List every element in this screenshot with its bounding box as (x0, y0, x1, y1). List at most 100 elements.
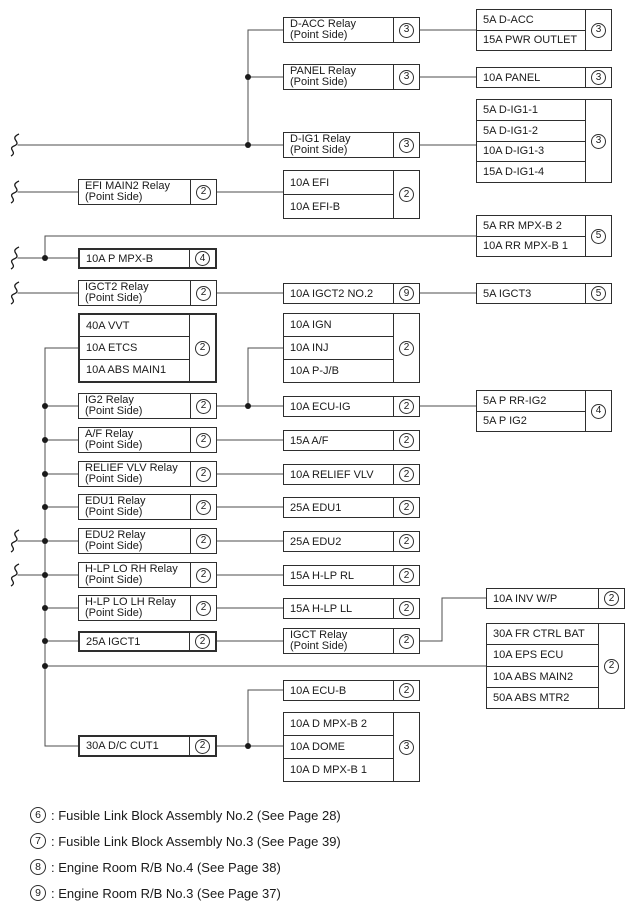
box-ecu-b-fuse: 10A ECU-B 2 (283, 680, 420, 701)
box-edu1-relay: EDU1 Relay(Point Side) 2 (78, 494, 217, 520)
box-hlp-ll-fuse: 15A H-LP LL 2 (283, 598, 420, 619)
block-ref-tag: 2 (190, 596, 216, 620)
relay-label: D-ACC Relay(Point Side) (290, 18, 357, 41)
fuse-label: 10A INJ (284, 337, 393, 360)
legend-item: 7: Fusible Link Block Assembly No.3 (See… (30, 828, 341, 854)
box-hlp-lo-rh-relay: H-LP LO RH Relay(Point Side) 2 (78, 562, 217, 588)
block-ref-tag: 2 (393, 532, 419, 551)
wire-break-icon (10, 563, 20, 587)
box-igct1-fuse: 25A IGCT1 2 (78, 631, 217, 652)
fuse-label: 10A P MPX-B (86, 252, 154, 265)
fuse-label: 10A IGCT2 NO.2 (290, 287, 374, 300)
box-efi-main2-relay: EFI MAIN2 Relay(Point Side) 2 (78, 179, 217, 205)
box-igct-relay: IGCT Relay(Point Side) 2 (283, 628, 420, 654)
junction-dot (42, 572, 48, 578)
junction-dot (245, 403, 251, 409)
wire-break-icon (10, 180, 20, 204)
fuse-label: 15A H-LP RL (290, 569, 355, 582)
fuse-label: 10A PANEL (483, 71, 541, 84)
fuse-label: 5A D-IG1-2 (477, 121, 585, 142)
fuse-label: 5A P IG2 (483, 415, 527, 428)
block-ref-tag: 2 (190, 495, 216, 519)
block-ref-tag: 5 (585, 284, 611, 303)
box-af-fuse: 15A A/F 2 (283, 430, 420, 451)
relay-label: EFI MAIN2 Relay(Point Side) (85, 180, 170, 203)
junction-dot (42, 255, 48, 261)
fuse-label: 10A RR MPX-B 1 (483, 240, 568, 253)
fuse-label: 10A DOME (284, 736, 393, 759)
block-ref-tag: 3 (393, 713, 419, 781)
legend-text: : Fusible Link Block Assembly No.3 (See … (51, 833, 341, 849)
fuse-label: 5A IGCT3 (483, 287, 532, 300)
fuse-label: 40A VVT (80, 315, 189, 338)
relay-label: H-LP LO LH Relay(Point Side) (85, 596, 176, 619)
fuse-label: 25A IGCT1 (86, 635, 141, 648)
fuse-label: 30A D/C CUT1 (86, 740, 159, 752)
junction-dot (42, 471, 48, 477)
box-af-relay: A/F Relay(Point Side) 2 (78, 427, 217, 453)
junction-dot (245, 142, 251, 148)
wire-break-icon (10, 246, 20, 270)
block-ref-tag: 2 (190, 281, 216, 305)
block-ref-tag: 3 (393, 65, 419, 89)
box-ig2-relay: IG2 Relay(Point Side) 2 (78, 393, 217, 419)
box-igct2-relay: IGCT2 Relay(Point Side) 2 (78, 280, 217, 306)
fuse-label: 10A ECU-IG (290, 400, 351, 413)
legend-item: 8: Engine Room R/B No.4 (See Page 38) (30, 854, 341, 880)
fuse-label: 10A EFI (284, 171, 393, 195)
fuse-label: 10A EFI-B (290, 200, 341, 213)
box-panel-fuse: 10A PANEL 3 (476, 67, 612, 88)
box-edu2-relay: EDU2 Relay(Point Side) 2 (78, 528, 217, 554)
fuse-label: 10A D MPX-B 1 (290, 764, 368, 776)
block-ref-tag: 2 (393, 599, 419, 618)
block-ref-tag: 2 (190, 394, 216, 418)
junction-dot (245, 743, 251, 749)
fuse-label: 10A D-IG1-3 (477, 142, 585, 163)
fuse-label: 10A INV W/P (493, 592, 558, 605)
block-ref-tag: 3 (585, 10, 611, 50)
box-inv-wp-fuse: 10A INV W/P 2 (486, 588, 625, 609)
relay-label: EDU1 Relay(Point Side) (85, 495, 146, 518)
junction-dot (42, 638, 48, 644)
legend-ref-tag: 6 (30, 807, 46, 823)
junction-dot (42, 403, 48, 409)
box-d-acc-relay: D-ACC Relay(Point Side) 3 (283, 17, 420, 43)
fuse-label: 10A IGN (284, 314, 393, 337)
fuse-label: 10A ABS MAIN1 (86, 364, 167, 377)
block-ref-tag: 2 (393, 566, 419, 585)
junction-dot (42, 437, 48, 443)
fuse-label: 10A D MPX-B 2 (284, 713, 393, 736)
block-ref-tag: 2 (393, 171, 419, 218)
block-ref-tag: 9 (393, 284, 419, 303)
fuse-label: 25A EDU2 (290, 535, 342, 548)
box-efi-fuses: 10A EFI 10A EFI-B 2 (283, 170, 420, 219)
wire-break-icon (10, 529, 20, 553)
box-dc-cut1-fuse: 30A D/C CUT1 2 (78, 735, 217, 757)
relay-label: PANEL Relay(Point Side) (290, 65, 357, 88)
relay-label: IG2 Relay(Point Side) (85, 394, 143, 417)
relay-label: IGCT Relay(Point Side) (290, 629, 348, 652)
block-ref-tag: 2 (189, 633, 215, 650)
junction-dot (42, 538, 48, 544)
fuse-label: 5A P RR-IG2 (477, 391, 585, 412)
relay-label: IGCT2 Relay(Point Side) (85, 281, 149, 304)
fuse-label: 15A H-LP LL (290, 602, 353, 615)
fuse-label: 10A ECU-B (290, 684, 347, 697)
legend-text: : Engine Room R/B No.4 (See Page 38) (51, 859, 281, 875)
block-ref-tag: 2 (393, 498, 419, 517)
block-ref-tag: 2 (189, 737, 215, 755)
relay-label: RELIEF VLV Relay(Point Side) (85, 462, 178, 485)
relay-label: H-LP LO RH Relay(Point Side) (85, 563, 178, 586)
box-igct3-fuse: 5A IGCT3 5 (476, 283, 612, 304)
block-ref-tag: 2 (189, 315, 215, 381)
block-ref-tag: 2 (190, 563, 216, 587)
block-ref-tag: 2 (190, 428, 216, 452)
fuse-label: 15A PWR OUTLET (483, 34, 578, 47)
fuse-label: 5A D-ACC (477, 10, 585, 31)
junction-dot (245, 74, 251, 80)
